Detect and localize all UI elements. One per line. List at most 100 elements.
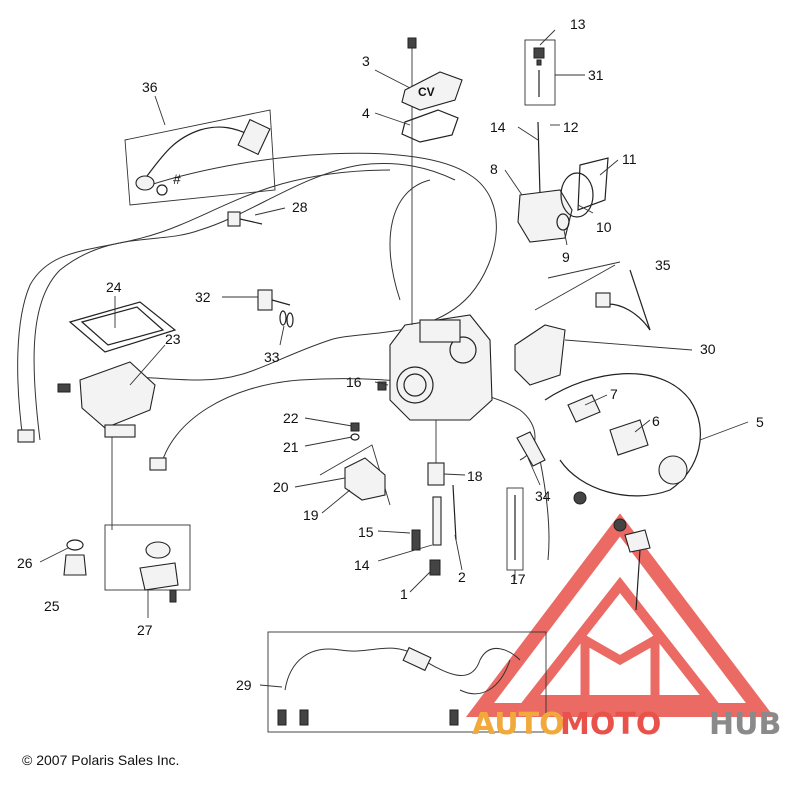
part-27-screw: [169, 589, 177, 603]
part-32-stem: [271, 299, 291, 306]
hose-routing: [17, 152, 550, 561]
watermark-text-hub: HUB: [709, 707, 781, 742]
part-8-accelerator-pump: [517, 189, 573, 243]
leader-35b: [534, 264, 616, 311]
linkage-bracket: [624, 529, 651, 553]
part-30-cover: [514, 324, 566, 386]
part-4-gasket: [401, 109, 459, 143]
callout-11: 11: [622, 151, 637, 167]
carb-intake-bore-inner: [403, 373, 427, 397]
leader-20: [294, 477, 346, 488]
vent-hose-left: [33, 162, 456, 441]
part-13-cap: [533, 47, 545, 59]
callout-30: 30: [700, 341, 716, 357]
part-24-gasket: [80, 306, 165, 346]
part-35-rod: [629, 269, 651, 331]
part-28-group: [227, 211, 263, 227]
callout-28: 28: [292, 199, 308, 215]
callout-31: 31: [588, 67, 604, 83]
callout-4: 4: [362, 105, 370, 121]
leader-8: [504, 169, 523, 196]
part-36-frame: [124, 109, 276, 206]
part-28-shaft: [239, 218, 263, 225]
part-29-hose-a: [284, 647, 521, 691]
leader-7: [584, 394, 608, 406]
part-21-oring: [350, 433, 360, 441]
leader-9: [563, 229, 568, 246]
part-15-screw: [411, 529, 421, 551]
callout-14-lower: 14: [354, 557, 370, 573]
part-36-cable: [139, 126, 251, 186]
part-14-rod: [537, 121, 541, 196]
part-7-lever: [567, 394, 601, 423]
part-23-float-bowl: [79, 361, 156, 429]
part-32-33-group: [257, 289, 294, 328]
leader-11: [599, 159, 619, 176]
part-3-cover: [401, 71, 463, 111]
callout-20: 20: [273, 479, 289, 495]
leader-30: [564, 339, 693, 351]
hose-top-carb: [389, 179, 431, 301]
part-6-pulley: [658, 455, 688, 485]
carb-main-body: [389, 314, 493, 421]
part-31-frame: [524, 39, 556, 106]
part-29-clip-3: [449, 709, 459, 726]
part-24-gasket-frame: [68, 301, 177, 353]
part-30-35-group: [514, 269, 651, 386]
leader-36: [154, 95, 166, 126]
carb-outlet-bore: [449, 336, 477, 364]
callout-18: 18: [467, 468, 483, 484]
callout-1: 1: [400, 586, 408, 602]
leader-21: [304, 436, 353, 447]
part-35-fitting: [595, 292, 611, 308]
part-29-group: [267, 631, 547, 733]
part-29-hose-b: [459, 659, 511, 695]
callout-17: 17: [510, 571, 526, 587]
carb-intake-bore: [396, 366, 434, 404]
part-29-frame: [267, 631, 547, 733]
callout-8: 8: [490, 161, 498, 177]
part-3-4-group: CV: [401, 71, 463, 143]
vent-hose-middle: [159, 378, 536, 471]
leader-3: [374, 69, 411, 89]
leader-19: [321, 489, 351, 514]
leader-13: [539, 29, 556, 46]
callout-15: 15: [358, 524, 374, 540]
callout-labels: 13 31 12 14 3 4 11 8 10 9 36 28 35 32 33…: [17, 16, 764, 693]
clip-right: [149, 457, 167, 471]
linkage-group: [573, 491, 651, 611]
part-13-spring: [536, 59, 542, 66]
part-18-nozzle: [427, 462, 445, 486]
callout-19: 19: [303, 507, 319, 523]
part-19-sensor-body: [344, 457, 386, 501]
callout-14-upper: 14: [490, 119, 506, 135]
part-19-22-group: [319, 422, 391, 506]
callout-26: 26: [17, 555, 33, 571]
leader-23: [129, 344, 166, 386]
watermark-text-moto: MOTO: [560, 707, 661, 742]
watermark-triangle-inner: [519, 576, 721, 705]
callout-24: 24: [106, 279, 122, 295]
leader-1: [409, 571, 431, 593]
part-25-27-group: [63, 524, 191, 603]
leader-22: [304, 417, 353, 427]
watermark-text-auto: AUTO: [472, 707, 565, 742]
part-1-main-jet: [429, 559, 441, 576]
part-25-plug: [63, 554, 87, 576]
callout-10: 10: [596, 219, 612, 235]
leader-5: [699, 421, 749, 441]
callout-3: 3: [362, 53, 370, 69]
callout-27: 27: [137, 622, 153, 638]
part-36-group: #: [124, 109, 276, 206]
leader-14b: [377, 544, 433, 562]
part-36-hash-mark: #: [173, 171, 181, 187]
leader-15: [377, 530, 411, 534]
callout-7: 7: [610, 386, 618, 402]
part-33-oring-b: [286, 312, 294, 328]
leader-6: [634, 419, 651, 433]
part-27-diaphragm: [145, 541, 171, 559]
part-33-oring-a: [279, 310, 287, 326]
part-23-24-group: [17, 301, 177, 530]
callout-35: 35: [655, 257, 671, 273]
leader-16: [374, 381, 389, 386]
